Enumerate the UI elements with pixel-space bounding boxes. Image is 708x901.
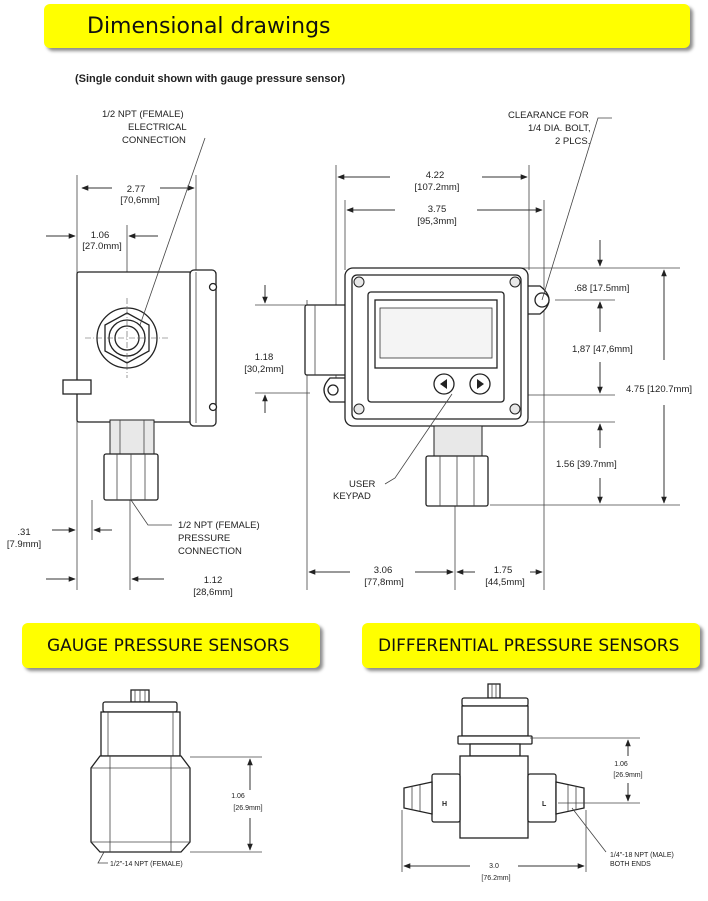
hole-top-dim: .68 [17.5mm] <box>574 283 629 294</box>
enclosure-cover <box>189 269 217 427</box>
gauge-height-in: 1.06 <box>231 793 245 800</box>
diff-length-mm: [76.2mm] <box>481 875 510 882</box>
total-height-dim: 4.75 [120.7mm] <box>626 384 692 395</box>
keypad-line2: KEYPAD <box>333 491 371 502</box>
clearance-line3: 2 PLCS. <box>555 136 590 147</box>
right-width-in: 1.75 <box>494 565 513 576</box>
gauge-hex-nut <box>90 755 191 853</box>
diff-thread-line1: 1/4"-18 NPT (MALE) <box>610 852 674 859</box>
elec-conn-line3: CONNECTION <box>122 135 186 146</box>
elec-conn-line2: ELECTRICAL <box>128 122 187 133</box>
port-l-label: L <box>542 801 547 808</box>
clearance-line2: 1/4 DIA. BOLT, <box>528 123 591 134</box>
port-h-fitting <box>431 773 461 823</box>
press-conn-line3: CONNECTION <box>178 546 242 557</box>
side-left-mm: [7.9mm] <box>7 539 41 550</box>
side-offset-in: 1.06 <box>91 230 110 241</box>
conduit-hub <box>304 304 350 376</box>
side-view: 2.77 [70,6mm] 1.06 [27.0mm] 1/2 NPT (FEM… <box>7 109 260 598</box>
differential-sensor-drawing: H L 1.06 [26.9mm] 3.0 [76.2mm] 1/4"-18 N… <box>401 683 674 882</box>
side-left-in: .31 <box>17 527 30 538</box>
gauge-thread-label: 1/2"-14 NPT (FEMALE) <box>110 861 183 868</box>
diff-thread-line2: BOTH ENDS <box>610 861 651 868</box>
front-hole-w-in: 3.75 <box>428 204 447 215</box>
conduit-dim-mm: [30,2mm] <box>244 364 284 375</box>
diff-body <box>459 755 529 839</box>
side-width-in: 2.77 <box>127 184 146 195</box>
banner-title: DIFFERENTIAL PRESSURE SENSORS <box>378 635 680 656</box>
press-conn-line2: PRESSURE <box>178 533 230 544</box>
drawing-subtitle: (Single conduit shown with gauge pressur… <box>75 73 345 85</box>
diff-height-mm: [26.9mm] <box>613 772 642 779</box>
port-l-fitting <box>527 773 557 823</box>
dimensional-drawings-banner: Dimensional drawings <box>44 4 690 48</box>
front-width-mm: [107.2mm] <box>415 182 460 193</box>
port-h-label: H <box>442 801 447 808</box>
banner-title: GAUGE PRESSURE SENSORS <box>47 635 290 656</box>
gauge-sensor-drawing: 1.06 [26.9mm] 1/2"-14 NPT (FEMALE) <box>90 689 263 868</box>
elec-conn-line1: 1/2 NPT (FEMALE) <box>102 109 184 120</box>
port-height-dim: 1.56 [39.7mm] <box>556 459 617 470</box>
front-width-in: 4.22 <box>426 170 445 181</box>
press-conn-line1: 1/2 NPT (FEMALE) <box>178 520 260 531</box>
side-port-mm: [28,6mm] <box>193 587 233 598</box>
gauge-height-mm: [26.9mm] <box>233 805 262 812</box>
left-width-mm: [77,8mm] <box>364 577 404 588</box>
diff-sensor-head <box>461 705 529 737</box>
side-width-mm: [70,6mm] <box>120 195 160 206</box>
banner-title: Dimensional drawings <box>87 13 331 39</box>
right-width-mm: [44,5mm] <box>485 577 525 588</box>
diff-length-in: 3.0 <box>489 863 499 870</box>
differential-sensors-banner: DIFFERENTIAL PRESSURE SENSORS <box>362 623 700 668</box>
side-offset-mm: [27.0mm] <box>82 241 122 252</box>
side-port-in: 1.12 <box>204 575 223 586</box>
left-width-in: 3.06 <box>374 565 393 576</box>
conduit-stub <box>62 379 92 395</box>
front-view: 4.22 [107.2mm] 3.75 [95,3mm] <box>244 110 692 590</box>
conduit-dim-in: 1.18 <box>255 352 274 363</box>
front-hole-w-mm: [95,3mm] <box>417 216 457 227</box>
diff-height-in: 1.06 <box>614 761 628 768</box>
hole-mid-dim: 1,87 [47,6mm] <box>572 344 633 355</box>
gauge-sensors-banner: GAUGE PRESSURE SENSORS <box>22 623 320 668</box>
gauge-sensor-head <box>100 711 181 757</box>
clearance-line1: CLEARANCE FOR <box>508 110 589 121</box>
keypad-line1: USER <box>349 479 376 490</box>
